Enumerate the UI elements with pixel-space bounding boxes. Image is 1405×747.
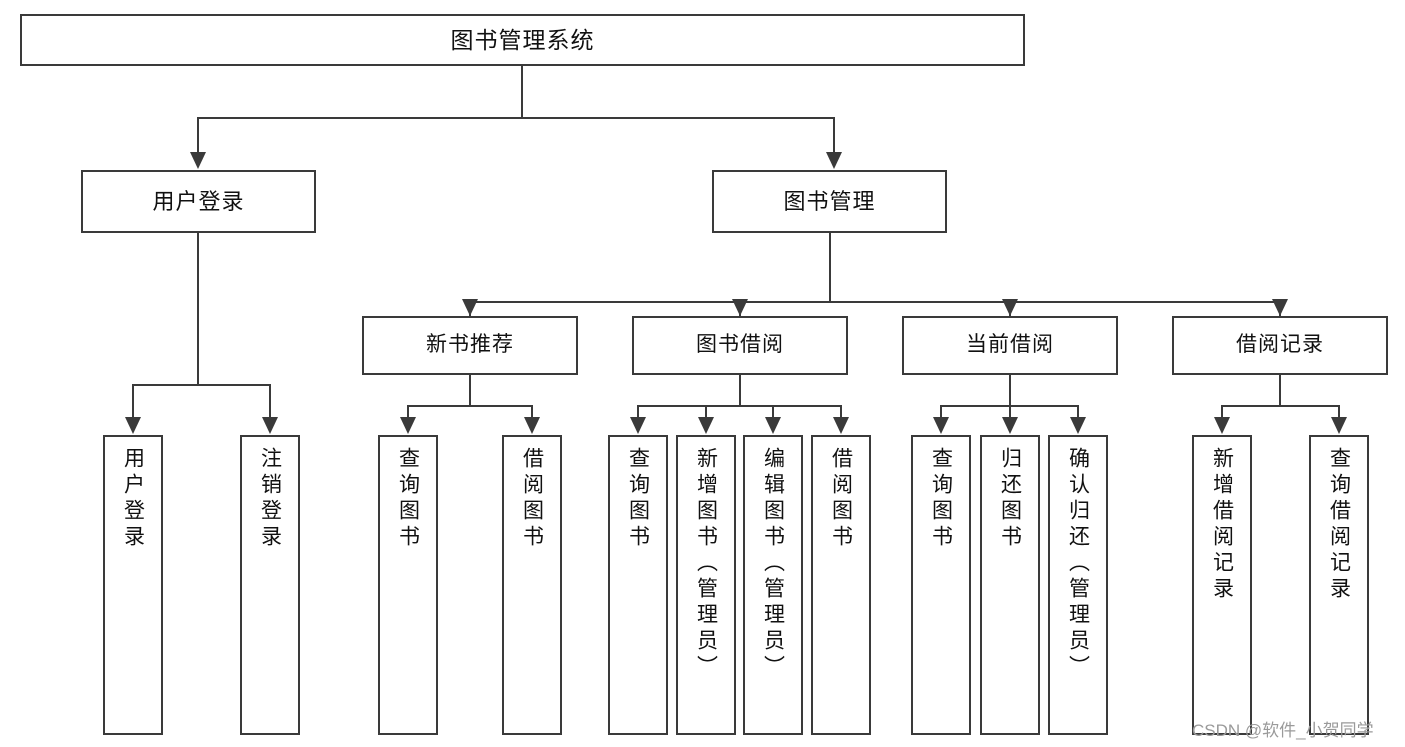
connector-nbr-drop-2: [531, 405, 533, 419]
arrow-to-leaf-query-book-1: [400, 417, 416, 434]
arrow-to-leaf-user-login: [125, 417, 141, 434]
arrow-to-borrow-record: [1272, 299, 1288, 316]
connector-root-drop-right: [833, 117, 835, 153]
node-label: 注销登录: [258, 447, 282, 551]
arrow-to-leaf-borrow-book-2: [833, 417, 849, 434]
leaf-return-book[interactable]: 归还图书: [980, 435, 1040, 735]
node-label: 当前借阅: [966, 333, 1054, 357]
arrow-to-leaf-edit-book: [765, 417, 781, 434]
arrow-to-leaf-return-book: [1002, 417, 1018, 434]
node-borrow-record[interactable]: 借阅记录: [1172, 316, 1388, 375]
arrow-to-leaf-logout: [262, 417, 278, 434]
node-label: 图书管理: [783, 188, 876, 214]
connector-book-manage-stem: [829, 233, 831, 302]
node-label: 用户登录: [152, 188, 245, 214]
node-current-borrow[interactable]: 当前借阅: [902, 316, 1118, 375]
leaf-edit-book[interactable]: 编辑图书（管理员）: [743, 435, 803, 735]
node-label: 新增借阅记录: [1210, 447, 1234, 603]
connector-cb-stem: [1009, 375, 1011, 406]
arrow-to-new-book-recommend: [462, 299, 478, 316]
connector-root-stem: [521, 66, 523, 118]
node-label: 借阅记录: [1236, 333, 1324, 357]
node-root-system[interactable]: 图书管理系统: [20, 14, 1025, 66]
node-label: 图书借阅: [696, 333, 784, 357]
node-label: 新增图书（管理员）: [694, 447, 718, 681]
connector-br-drop-1: [1221, 405, 1223, 419]
node-label: 确认归还（管理员）: [1066, 447, 1090, 681]
leaf-confirm-return[interactable]: 确认归还（管理员）: [1048, 435, 1108, 735]
node-user-login[interactable]: 用户登录: [81, 170, 316, 233]
connector-nbr-drop-1: [407, 405, 409, 419]
connector-nbr-bus: [407, 405, 532, 407]
leaf-add-book[interactable]: 新增图书（管理员）: [676, 435, 736, 735]
connector-book-manage-bus: [469, 301, 1280, 303]
arrow-to-leaf-query-book-2: [630, 417, 646, 434]
connector-bb-drop-3: [772, 405, 774, 419]
leaf-add-record[interactable]: 新增借阅记录: [1192, 435, 1252, 735]
node-label: 借阅图书: [520, 447, 544, 551]
connector-user-login-stem: [197, 233, 199, 385]
leaf-query-record[interactable]: 查询借阅记录: [1309, 435, 1369, 735]
arrow-to-book-manage: [826, 152, 842, 169]
connector-root-bus: [197, 117, 834, 119]
connector-br-bus: [1221, 405, 1339, 407]
connector-br-drop-2: [1338, 405, 1340, 419]
node-label: 归还图书: [998, 447, 1022, 551]
node-label: 查询图书: [396, 447, 420, 551]
csdn-watermark: CSDN @软件_小贺同学: [1192, 721, 1374, 740]
node-label: 编辑图书（管理员）: [761, 447, 785, 681]
leaf-query-book-1[interactable]: 查询图书: [378, 435, 438, 735]
leaf-query-book-2[interactable]: 查询图书: [608, 435, 668, 735]
arrow-to-leaf-query-record: [1331, 417, 1347, 434]
connector-root-drop-left: [197, 117, 199, 153]
arrow-to-leaf-confirm-return: [1070, 417, 1086, 434]
arrow-to-user-login: [190, 152, 206, 169]
connector-br-stem: [1279, 375, 1281, 406]
arrow-to-leaf-borrow-book-1: [524, 417, 540, 434]
connector-user-login-bus: [132, 384, 270, 386]
connector-user-login-drop-1: [132, 384, 134, 418]
connector-bb-drop-1: [637, 405, 639, 419]
connector-user-login-drop-2: [269, 384, 271, 418]
connector-bb-drop-4: [840, 405, 842, 419]
node-label: 用户登录: [121, 447, 145, 551]
leaf-query-book-3[interactable]: 查询图书: [911, 435, 971, 735]
node-label: 查询图书: [626, 447, 650, 551]
connector-cb-drop-3: [1077, 405, 1079, 419]
node-label: 查询图书: [929, 447, 953, 551]
node-label: 查询借阅记录: [1327, 447, 1351, 603]
node-new-book-recommend[interactable]: 新书推荐: [362, 316, 578, 375]
connector-bb-stem: [739, 375, 741, 406]
leaf-borrow-book-2[interactable]: 借阅图书: [811, 435, 871, 735]
node-book-manage[interactable]: 图书管理: [712, 170, 947, 233]
connector-bb-drop-2: [705, 405, 707, 419]
node-label: 借阅图书: [829, 447, 853, 551]
node-label: 图书管理系统: [450, 26, 595, 53]
arrow-to-leaf-add-record: [1214, 417, 1230, 434]
leaf-borrow-book-1[interactable]: 借阅图书: [502, 435, 562, 735]
connector-bb-bus: [637, 405, 842, 407]
connector-cb-drop-2: [1009, 405, 1011, 419]
leaf-logout[interactable]: 注销登录: [240, 435, 300, 735]
node-label: 新书推荐: [426, 333, 514, 357]
connector-nbr-stem: [469, 375, 471, 406]
leaf-user-login[interactable]: 用户登录: [103, 435, 163, 735]
connector-cb-drop-1: [940, 405, 942, 419]
arrow-to-leaf-add-book: [698, 417, 714, 434]
arrow-to-current-borrow: [1002, 299, 1018, 316]
node-book-borrow[interactable]: 图书借阅: [632, 316, 848, 375]
arrow-to-leaf-query-book-3: [933, 417, 949, 434]
arrow-to-book-borrow: [732, 299, 748, 316]
